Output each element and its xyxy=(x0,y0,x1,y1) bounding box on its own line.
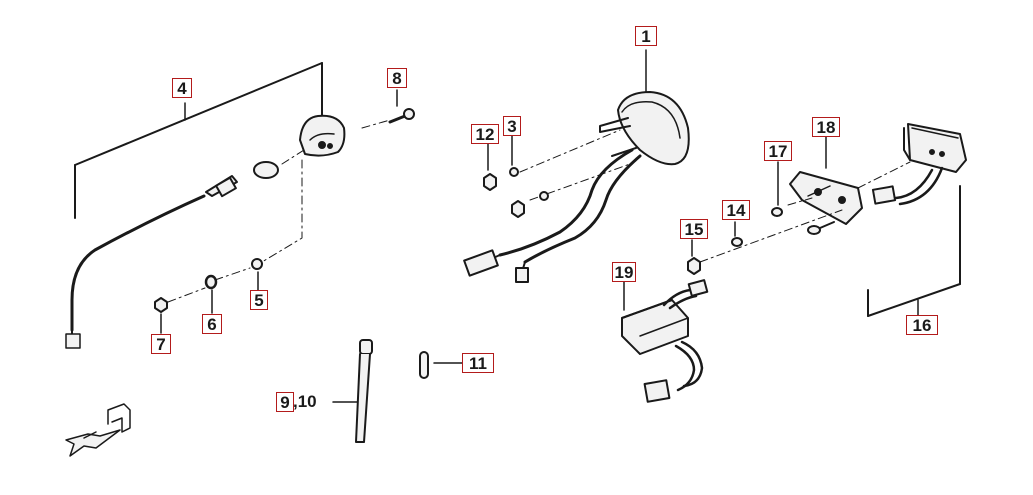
part-14-washer xyxy=(731,221,743,247)
part-3-washers xyxy=(509,135,549,201)
part-11-clip xyxy=(419,351,463,379)
part-4-cable xyxy=(65,161,279,349)
callout-10: ,10 xyxy=(293,392,317,411)
part-9-cable-tie xyxy=(332,339,373,443)
callout-5: 5 xyxy=(250,290,268,310)
callout-19: 19 xyxy=(612,262,636,282)
callout-9: 9 xyxy=(276,392,294,412)
callout-8: 8 xyxy=(387,68,407,88)
part-12-nuts xyxy=(483,143,525,218)
part-1-tail-lamp xyxy=(463,49,690,283)
part-19-resistor xyxy=(621,279,709,403)
callout-6: 6 xyxy=(202,314,222,334)
part-8-screw xyxy=(388,89,415,124)
part-4-housing xyxy=(299,114,346,157)
bracket-group-4 xyxy=(74,62,323,219)
callout-18: 18 xyxy=(812,117,840,137)
callout-17: 17 xyxy=(764,141,792,161)
callout-11: 11 xyxy=(462,353,494,373)
callout-7: 7 xyxy=(151,334,171,354)
callout-14: 14 xyxy=(722,200,750,220)
callout-16: 16 xyxy=(906,315,938,335)
callout-4: 4 xyxy=(172,78,192,98)
part-15-nut xyxy=(687,239,701,275)
front-arrow-icon xyxy=(65,403,131,457)
part-6-nut xyxy=(204,274,218,314)
callout-15: 15 xyxy=(680,219,708,239)
callout-3: 3 xyxy=(503,116,521,136)
callout-12: 12 xyxy=(471,124,499,144)
part-17-screws xyxy=(771,161,835,235)
part-16-plate-lamp xyxy=(867,123,967,317)
part-18-bracket xyxy=(789,135,863,225)
callout-1: 1 xyxy=(635,26,657,46)
part-5-washer xyxy=(251,258,263,291)
part-7-nut xyxy=(154,297,168,334)
